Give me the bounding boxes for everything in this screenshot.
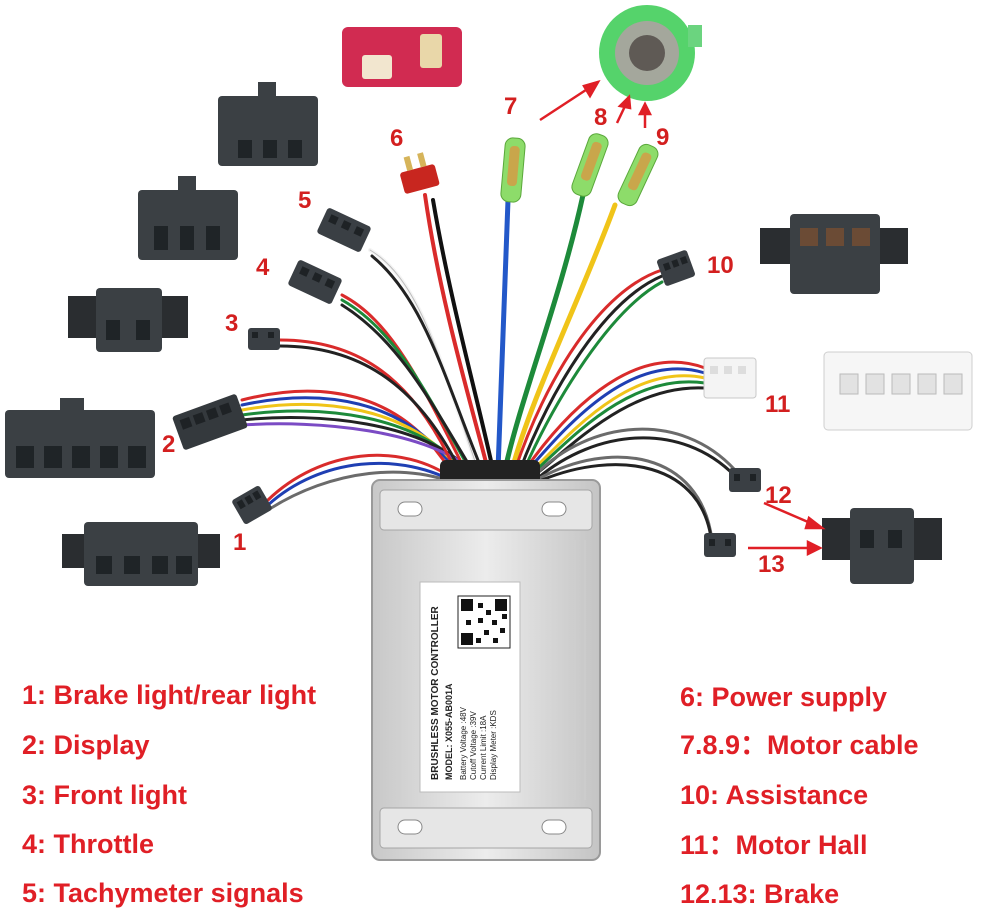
motor-controller: BRUSHLESS MOTOR CONTROLLER MODEL: X055-A… xyxy=(371,460,601,861)
mating-connectors xyxy=(5,5,973,586)
legend-item-6: 6: Power supply xyxy=(680,682,888,712)
callout-3: 3 xyxy=(225,310,238,337)
connector-3 xyxy=(248,328,280,350)
callout-5: 5 xyxy=(298,187,311,214)
plug-mate-f xyxy=(760,214,908,294)
plug-mate-a xyxy=(218,82,318,166)
legend-item-4: 4: Throttle xyxy=(22,829,154,859)
connector-1 xyxy=(232,485,272,525)
label-spec-1: Battery Voltage :48V xyxy=(459,706,468,780)
callout-8: 8 xyxy=(594,104,607,131)
connector-4 xyxy=(288,260,342,304)
callout-9: 9 xyxy=(656,124,669,151)
connector-8-bullet xyxy=(571,133,609,197)
product-label: BRUSHLESS MOTOR CONTROLLER MODEL: X055-A… xyxy=(419,581,521,793)
plug-red-top xyxy=(342,27,462,87)
wire-bundle xyxy=(240,192,737,548)
connector-11-hall xyxy=(703,357,757,399)
plug-mate-d xyxy=(5,398,155,478)
connector-9-bullet xyxy=(617,143,659,207)
legend-item-12-13: 12.13: Brake xyxy=(680,879,840,909)
callout-7: 7 xyxy=(504,93,517,120)
legend-item-10: 10: Assistance xyxy=(680,780,869,810)
connector-2 xyxy=(172,394,248,450)
plug-motor-green xyxy=(599,5,702,101)
label-spec-4: Display Meter :KDS xyxy=(489,710,498,780)
label-model: MODEL: X055-AB001A xyxy=(444,683,454,780)
plug-mate-brake xyxy=(822,508,942,584)
callout-10: 10 xyxy=(707,252,734,279)
callout-numbers: 1 2 3 4 5 6 7 8 9 10 11 12 13 xyxy=(162,93,792,578)
label-spec-2: Cutoff Voltage :39V xyxy=(469,711,478,780)
pointer-arrows xyxy=(539,79,826,557)
callout-12: 12 xyxy=(765,482,792,509)
callout-11: 11 xyxy=(765,391,790,418)
legend-item-7-8-9: 7.8.9：Motor cable xyxy=(680,730,919,760)
legend-item-1: 1: Brake light/rear light xyxy=(22,680,317,710)
callout-1: 1 xyxy=(233,529,246,556)
plug-mate-e xyxy=(62,522,220,586)
plug-mate-hall xyxy=(823,351,973,431)
connector-6-power-plug xyxy=(400,152,440,194)
legend-item-2: 2: Display xyxy=(22,730,150,760)
label-spec-3: Current Limit :18A xyxy=(479,715,488,780)
connector-12 xyxy=(729,468,761,492)
qr-code xyxy=(457,595,511,649)
legend-item-11: 11：Motor Hall xyxy=(680,830,868,860)
connector-10 xyxy=(657,250,695,286)
connector-7-bullet xyxy=(500,137,526,203)
legend-item-5: 5: Tachymeter signals xyxy=(22,878,304,908)
connector-5 xyxy=(317,208,371,252)
plug-mate-c xyxy=(68,288,188,352)
label-title: BRUSHLESS MOTOR CONTROLLER xyxy=(430,606,441,780)
callout-2: 2 xyxy=(162,431,175,458)
plug-mate-b xyxy=(138,176,238,260)
callout-13: 13 xyxy=(758,551,785,578)
callout-4: 4 xyxy=(256,254,270,281)
wire-connectors xyxy=(172,133,761,557)
connector-13 xyxy=(704,533,736,557)
legend-item-3: 3: Front light xyxy=(22,780,187,810)
callout-6: 6 xyxy=(390,125,403,152)
